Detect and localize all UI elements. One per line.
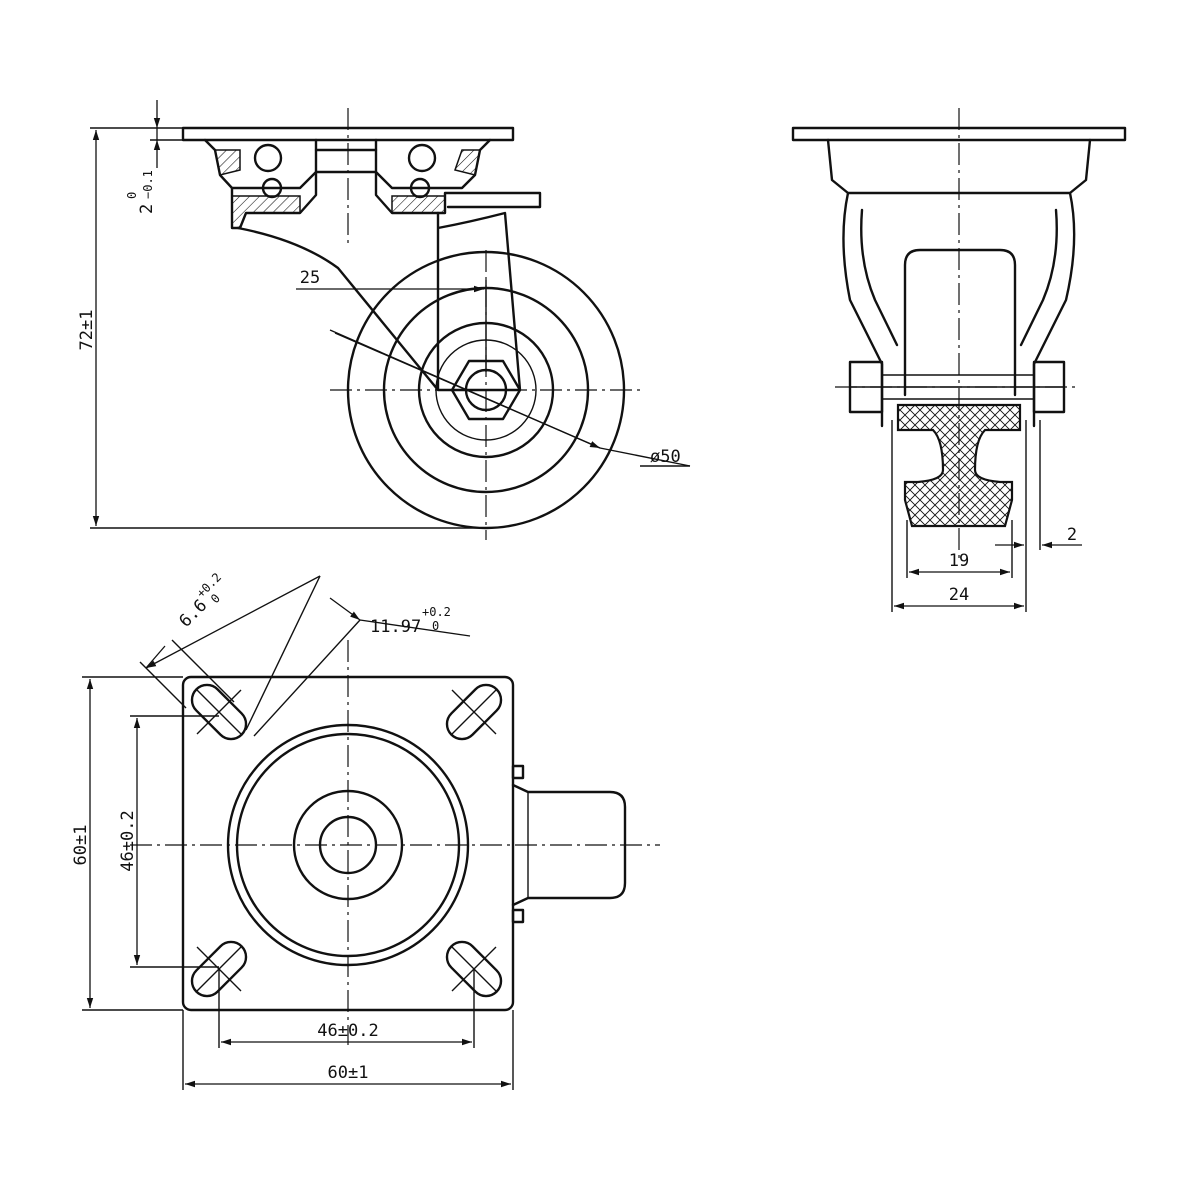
plate-thickness-tol: 0 <box>125 192 139 199</box>
plate-thickness-main: 2 <box>137 204 157 214</box>
side-view-dimensions: 72±1 2 −0.1 0 25 ø50 <box>77 100 691 529</box>
tread-inset-label: 2 <box>1067 525 1077 545</box>
top-view-dimensions: 60±1 46±0.2 46±0.2 60±1 6.6 +0.2 0 11.97 <box>71 570 514 1090</box>
plate-width-label: 60±1 <box>328 1063 369 1083</box>
offset-label: 25 <box>300 268 320 288</box>
fork-body <box>236 211 522 392</box>
ball-bearing-upper-right <box>407 143 437 173</box>
slot-length-tol-low: 0 <box>432 619 439 633</box>
tread-width-label: 19 <box>949 551 969 571</box>
hole-spacing-vertical-label: 46±0.2 <box>118 810 138 871</box>
ball-bearing-lower-left <box>261 177 283 199</box>
front-view-dimensions: 19 24 2 <box>891 420 1082 612</box>
axle-width-label: 24 <box>949 585 969 605</box>
top-view <box>130 640 660 1045</box>
slot-length-main: 11.97 <box>370 617 421 637</box>
slot-width-tol-low: 0 <box>208 591 223 606</box>
slot-length-tol-up: +0.2 <box>422 605 451 619</box>
plate-height-label: 60±1 <box>71 825 91 866</box>
wheel-diameter-label: ø50 <box>650 447 681 467</box>
side-view <box>181 108 640 540</box>
section-hatch-right <box>391 195 446 214</box>
overall-height-label: 72±1 <box>77 310 97 351</box>
ball-bearing-upper-left <box>253 143 283 173</box>
wheel-front-upper <box>903 248 1017 397</box>
hole-spacing-horizontal-label: 46±0.2 <box>317 1021 378 1041</box>
slot-width-main: 6.6 <box>175 596 211 632</box>
plate-thickness-tol-low: −0.1 <box>141 170 155 199</box>
ball-bearing-lower-right <box>409 177 431 199</box>
section-hatch-left <box>231 195 301 229</box>
front-view <box>791 108 1127 560</box>
fork-legs <box>842 191 1076 428</box>
